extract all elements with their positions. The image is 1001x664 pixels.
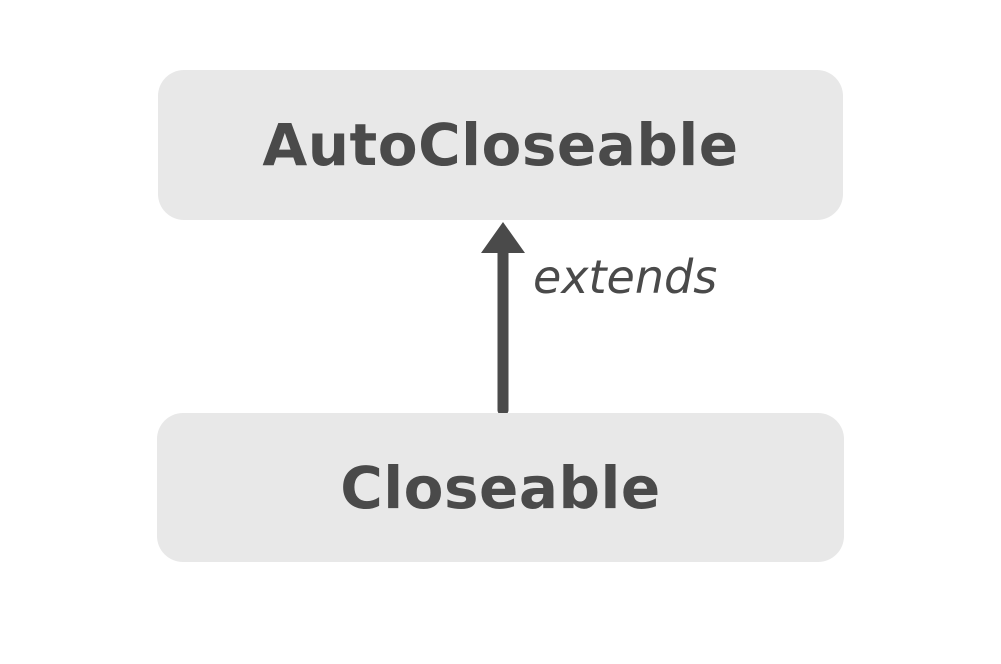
extends-arrow-icon: [481, 222, 525, 416]
node-autocloseable-label: AutoCloseable: [262, 111, 739, 179]
edge-label-extends: extends: [533, 250, 718, 304]
node-closeable-label: Closeable: [340, 453, 661, 522]
node-autocloseable: AutoCloseable: [158, 70, 843, 220]
arrow-head: [481, 222, 525, 253]
node-closeable: Closeable: [157, 413, 844, 562]
